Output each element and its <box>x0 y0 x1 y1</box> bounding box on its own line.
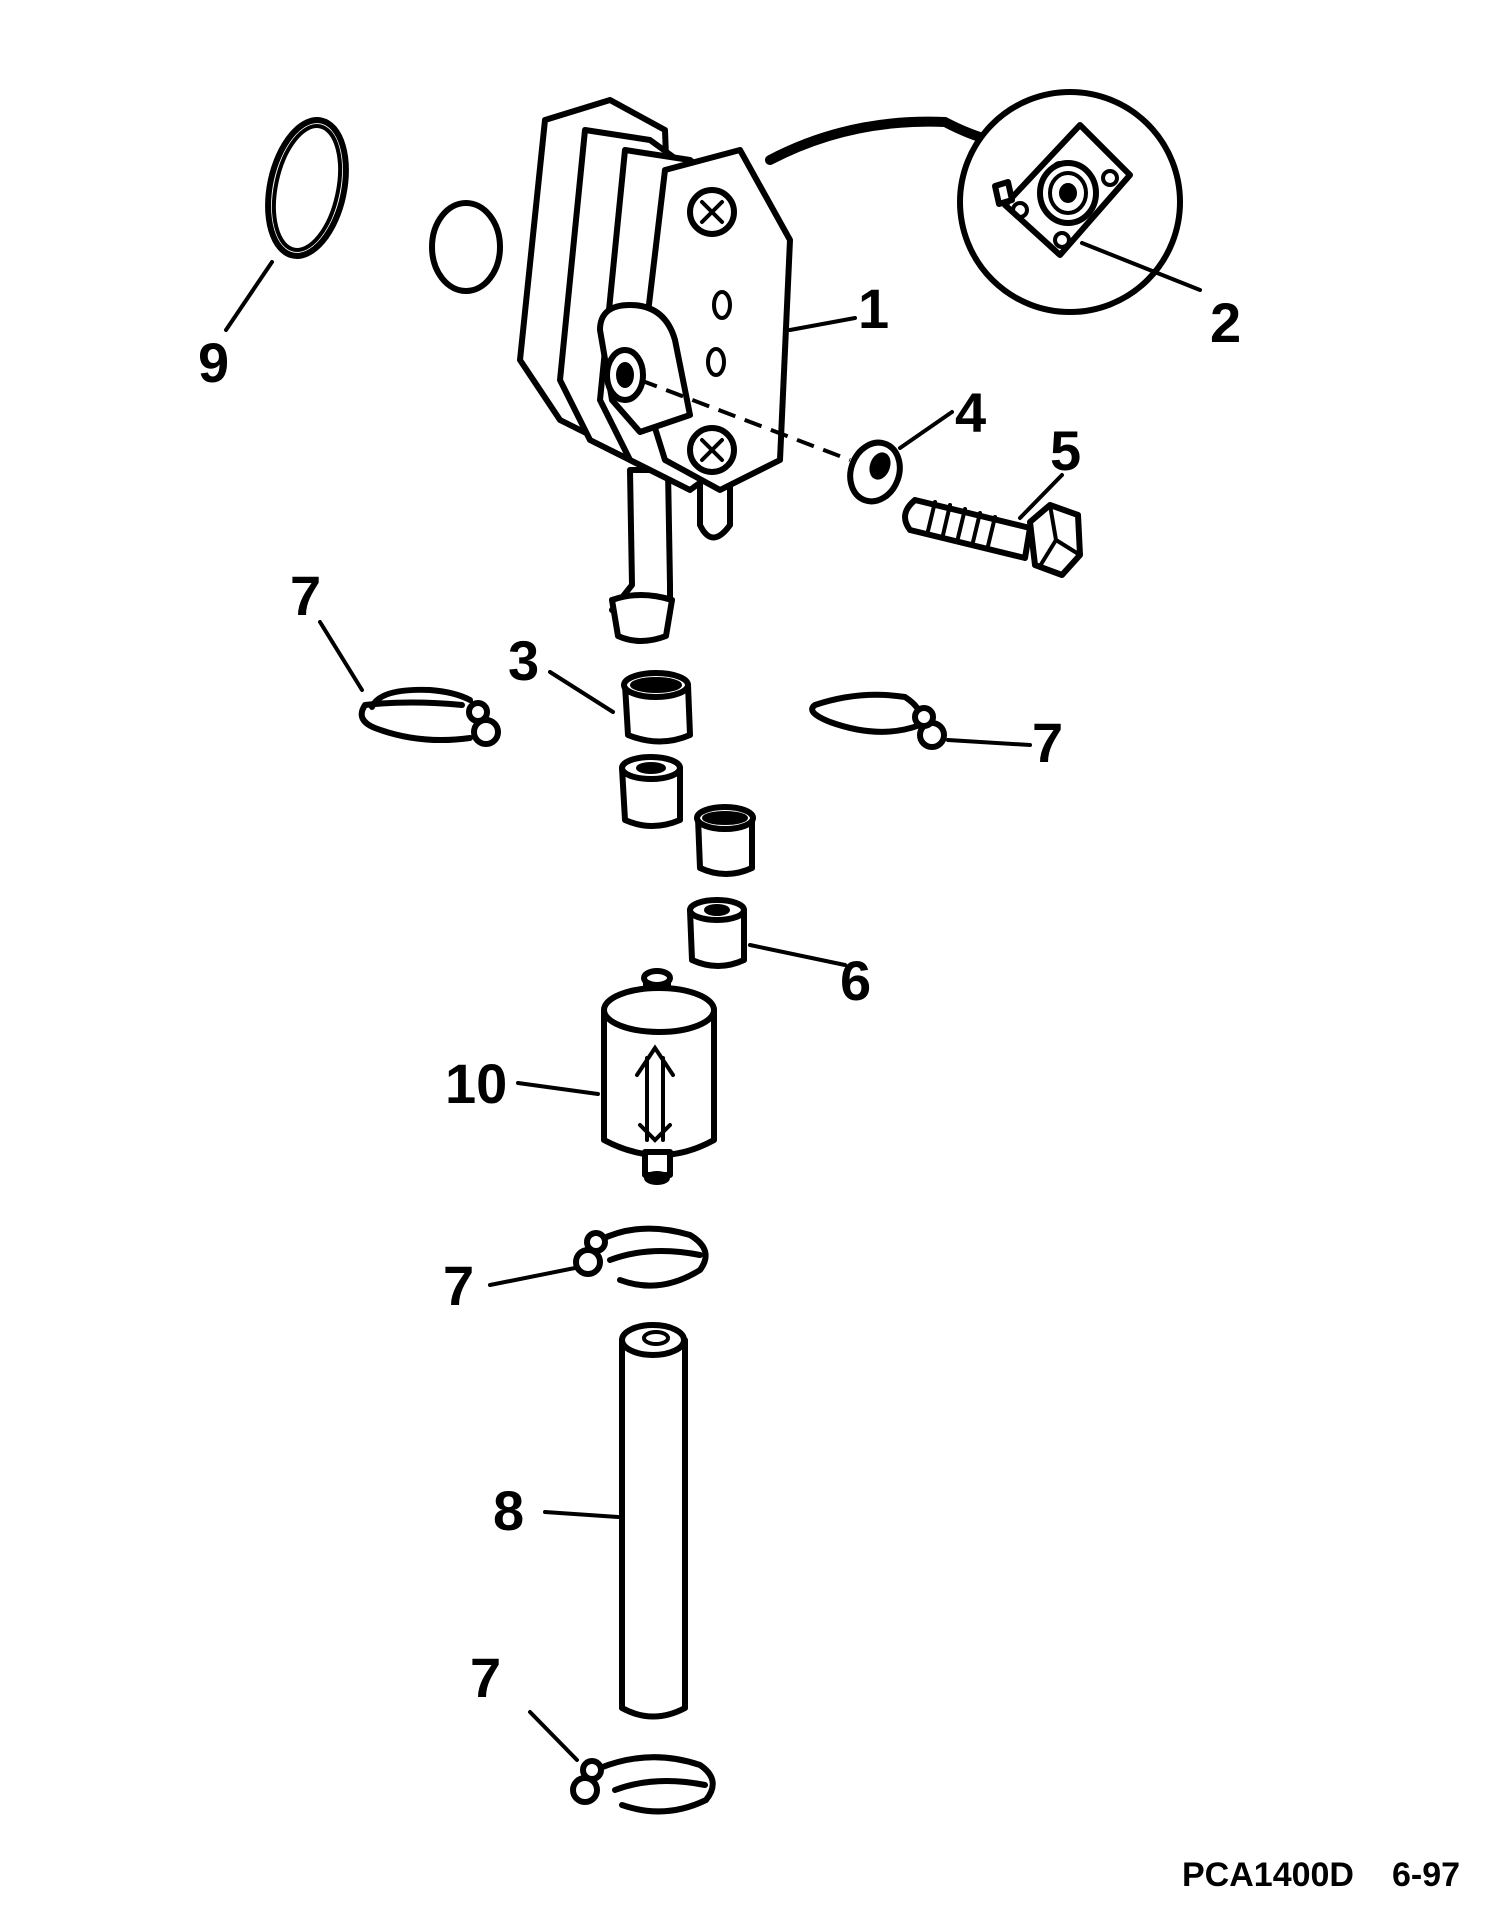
clamp-leader-upper-left <box>318 620 364 692</box>
clamp-leader-upper-right <box>946 738 1032 747</box>
clamp-leader-bottom <box>528 1710 579 1762</box>
o-ring-part <box>265 117 349 259</box>
connector-lower-leader <box>748 943 847 967</box>
detail-link <box>765 116 995 165</box>
screw-part <box>902 497 1083 578</box>
callout-clamp-middle: 7 <box>443 1254 474 1317</box>
connector-upper-leader <box>548 670 615 714</box>
callout-o-ring: 9 <box>198 331 229 394</box>
diaphragm-detail <box>957 89 1183 315</box>
callout-screw: 5 <box>1050 419 1081 482</box>
callout-connector-lower: 6 <box>840 949 871 1012</box>
washer-part <box>847 439 903 505</box>
screw-leader <box>1018 473 1064 520</box>
callout-clamp-upper-left: 7 <box>290 564 321 627</box>
callout-washer: 4 <box>955 381 986 444</box>
fuel-pump-part <box>429 97 793 644</box>
callout-filter: 10 <box>445 1052 507 1115</box>
filter-leader <box>516 1081 600 1096</box>
callout-clamp-upper-right: 7 <box>1032 711 1063 774</box>
alignment-line <box>639 378 851 462</box>
callout-clamp-bottom: 7 <box>470 1646 501 1709</box>
connector-lower-part <box>687 804 756 969</box>
clamp-part-middle <box>573 1225 709 1289</box>
clamp-leader-middle <box>488 1266 577 1287</box>
hose-leader <box>543 1510 620 1519</box>
clamp-part-bottom <box>570 1754 716 1815</box>
callout-hose: 8 <box>493 1479 524 1542</box>
pump-leader <box>788 316 857 332</box>
diaphragm-leader <box>1080 241 1202 292</box>
clamp-part-upper-left <box>358 686 501 747</box>
fuel-hose-part <box>619 1322 688 1720</box>
callout-connector-upper: 3 <box>508 629 539 692</box>
o-ring-leader <box>224 260 274 332</box>
drawing-number: PCA1400D <box>1182 1856 1354 1894</box>
clamp-part-upper-right <box>809 691 947 750</box>
callout-diaphragm: 2 <box>1210 291 1241 354</box>
callout-pump: 1 <box>858 277 889 340</box>
date-code: 6-97 <box>1392 1856 1460 1894</box>
fuel-filter-part <box>601 968 717 1185</box>
connector-upper-part <box>619 670 693 829</box>
washer-leader <box>898 410 954 450</box>
